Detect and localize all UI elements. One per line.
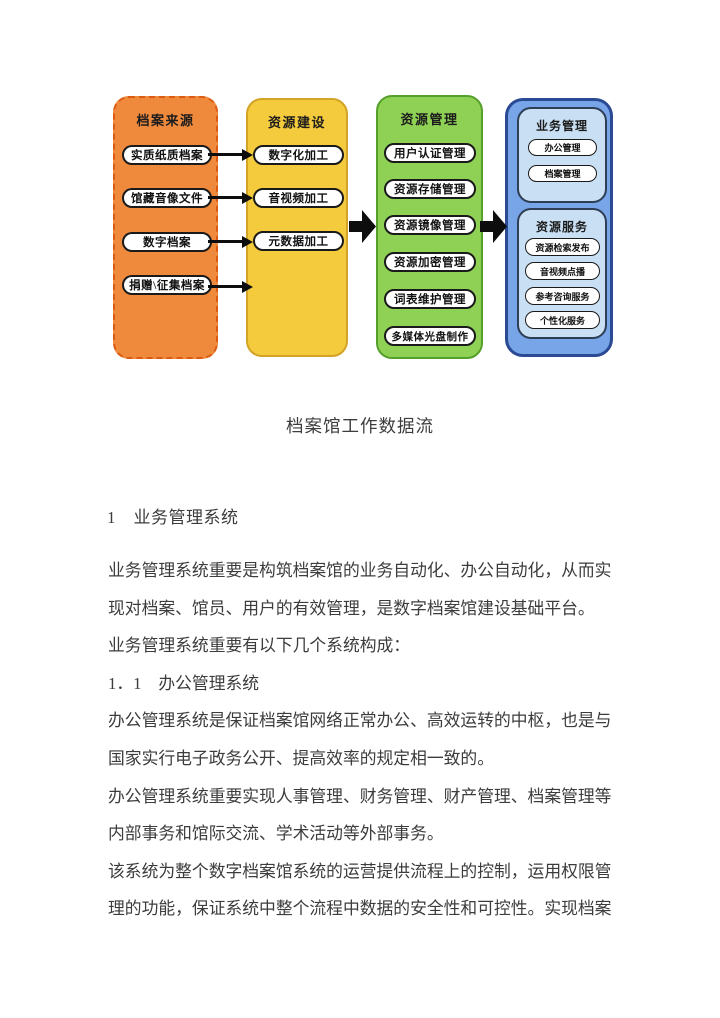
column-archive-sources: 档案来源 实质纸质档案 馆藏音像文件 数字档案 捐赠\征集档案 [113,96,218,359]
column-title: 档案来源 [136,113,195,128]
node-av-collection-files: 馆藏音像文件 [122,188,212,208]
body-line: 办公管理系统是保证档案馆网络正常办公、高效运转的中枢，也是与 [108,711,612,731]
node-user-authentication-mgmt: 用户认证管理 [384,143,476,163]
node-resource-search-publish: 资源检索发布 [525,238,600,256]
column-business-management: 业务管理 办公管理 档案管理 资源服务 资源检索发布 音视频点播 参考咨询服务 … [505,98,613,357]
column-title: 资源建设 [267,115,326,130]
body-line: 理的功能，保证系统中整个流程中数据的安全性和可控性。实现档案 [108,899,612,919]
node-vocabulary-maintenance-mgmt: 词表维护管理 [384,289,476,309]
column-title: 资源管理 [400,112,459,127]
block-arrow-construction-to-management [349,210,376,243]
body-line: 业务管理系统重要有以下几个系统构成： [108,636,411,656]
panel-title: 业务管理 [535,119,588,133]
node-personalized-service: 个性化服务 [525,311,600,329]
panel-title: 资源服务 [535,220,588,234]
node-resource-encryption-mgmt: 资源加密管理 [384,252,476,272]
arrowhead-icon [242,280,253,293]
node-resource-mirror-mgmt: 资源镜像管理 [384,215,476,235]
node-digital-archives: 数字档案 [122,232,212,252]
node-physical-paper-archives: 实质纸质档案 [122,145,212,165]
column-resource-management: 资源管理 用户认证管理 资源存储管理 资源镜像管理 资源加密管理 词表维护管理 … [376,95,483,359]
body-line: 现对档案、馆员、用户的有效管理，是数字档案馆建设基础平台。 [108,598,595,618]
arrowhead-icon [242,148,253,161]
node-archive-management: 档案管理 [528,165,597,182]
node-multimedia-disc-production: 多媒体光盘制作 [384,326,476,346]
node-digitization-processing: 数字化加工 [253,145,344,165]
arrow-sources-to-metadata [208,235,253,248]
diagram-caption: 档案馆工作数据流 [286,416,434,436]
arrowhead-icon [242,235,253,248]
node-av-on-demand: 音视频点播 [525,262,600,280]
panel-business-management: 业务管理 办公管理 档案管理 [517,107,607,203]
body-line: 办公管理系统重要实现人事管理、财务管理、财产管理、档案管理等 [108,786,612,806]
node-donated-collected-archives: 捐赠\征集档案 [122,275,212,295]
block-arrow-management-to-business [480,210,507,243]
body-line: 内部事务和馆际交流、学术活动等外部事务。 [108,824,444,844]
node-reference-consulting-service: 参考咨询服务 [525,287,600,305]
arrow-sources-to-av-processing [208,191,253,204]
node-audio-video-processing: 音视频加工 [253,188,344,208]
node-office-management: 办公管理 [528,139,597,156]
node-resource-storage-mgmt: 资源存储管理 [384,179,476,199]
section-heading: 1 业务管理系统 [107,508,239,527]
subsection-heading: 1．1 办公管理系统 [108,673,260,693]
body-line: 该系统为整个数字档案馆系统的运营提供流程上的控制，运用权限管 [108,861,612,881]
arrow-sources-to-digitization [208,148,253,161]
arrow-sources-to-construction [208,280,253,293]
arrowhead-icon [242,191,253,204]
body-text: 业务管理系统重要是构筑档案馆的业务自动化、办公自动化，从而实 现对档案、馆员、用… [108,552,668,928]
body-line: 业务管理系统重要是构筑档案馆的业务自动化、办公自动化，从而实 [108,561,612,580]
node-metadata-processing: 元数据加工 [253,231,344,251]
panel-resource-services: 资源服务 资源检索发布 音视频点播 参考咨询服务 个性化服务 [517,208,607,339]
body-line: 国家实行电子政务公开、提高效率的规定相一致的。 [108,748,494,768]
column-resource-construction: 资源建设 数字化加工 音视频加工 元数据加工 [246,98,348,357]
